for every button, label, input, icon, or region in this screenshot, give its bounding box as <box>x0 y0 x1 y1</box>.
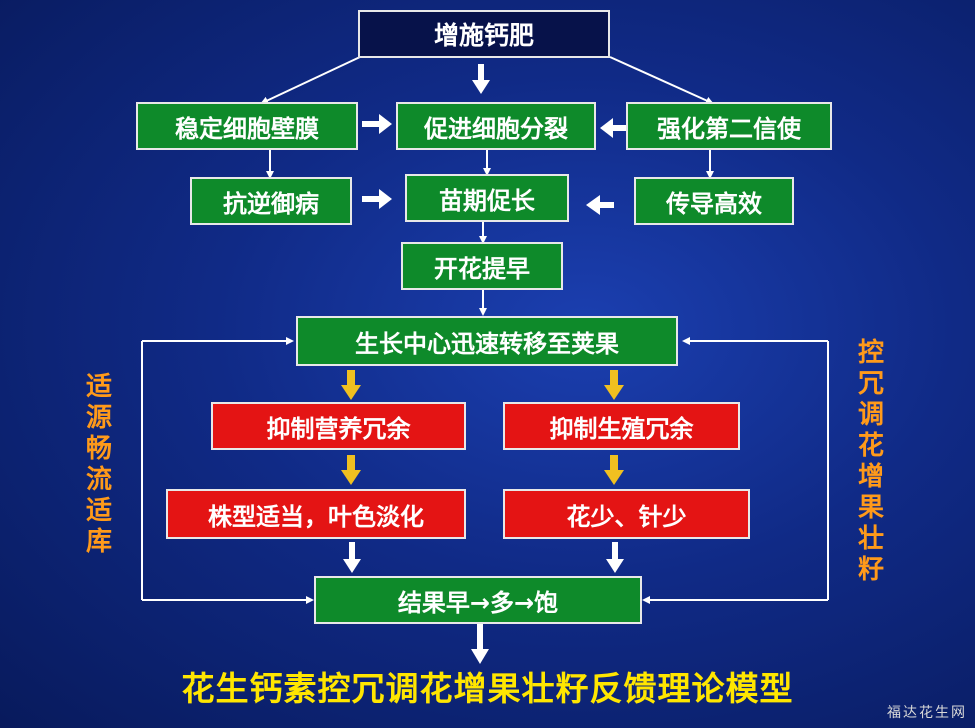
yellow-arrow-shift-to-red-left <box>341 370 361 400</box>
node-seedling-growth: 苗期促长 <box>405 174 569 222</box>
node-second-messenger: 强化第二信使 <box>626 102 832 150</box>
thick-arrow-red-left2-to-result <box>343 542 361 573</box>
feedback-loop-right <box>642 337 829 604</box>
node-inhibit-reproductive-redundancy: 抑制生殖冗余 <box>503 402 740 450</box>
node-calcium-fertilizer: 增施钙肥 <box>358 10 610 58</box>
diagram-title: 花生钙素控冗调花增果壮籽反馈理论模型 <box>181 669 794 708</box>
node-stabilize-cell-wall: 稳定细胞壁膜 <box>136 102 358 150</box>
arrow-top-to-right <box>609 56 714 105</box>
thick-arrow-red-right2-to-result <box>606 542 624 573</box>
yellow-arrow-red-right-to-red-right2 <box>604 455 624 485</box>
node-fewer-flowers-pegs: 花少、针少 <box>503 489 750 539</box>
node-inhibit-vegetative-redundancy: 抑制营养冗余 <box>211 402 466 450</box>
feedback-loop-left <box>141 337 314 604</box>
node-plant-type-leaf-color: 株型适当，叶色淡化 <box>166 489 466 539</box>
side-label-left: 适源畅流适库 <box>85 372 112 557</box>
side-label-right: 控冗调花增果壮籽 <box>857 338 884 585</box>
yellow-arrow-red-left-to-red-left2 <box>341 455 361 485</box>
node-efficient-conduction: 传导高效 <box>634 177 794 225</box>
node-early-flowering: 开花提早 <box>401 242 563 290</box>
node-early-abundant-plump-fruit: 结果早→多→饱 <box>314 576 642 624</box>
thick-arrow-top-to-center <box>472 64 490 94</box>
arrow-top-to-left <box>260 56 361 105</box>
thick-arrow-result-to-title <box>471 624 489 664</box>
thick-arrow-left-to-center-row2 <box>362 189 392 209</box>
thick-arrow-left-to-center-row1 <box>362 114 392 134</box>
node-promote-cell-division: 促进细胞分裂 <box>396 102 596 150</box>
thick-arrow-right-to-center-row1 <box>600 118 626 138</box>
node-stress-resistance: 抗逆御病 <box>190 177 352 225</box>
node-growth-center-shift: 生长中心迅速转移至荚果 <box>296 316 678 366</box>
thick-arrow-right-to-center-row2 <box>586 195 614 215</box>
watermark: 福达花生网 <box>887 705 967 721</box>
yellow-arrow-shift-to-red-right <box>604 370 624 400</box>
